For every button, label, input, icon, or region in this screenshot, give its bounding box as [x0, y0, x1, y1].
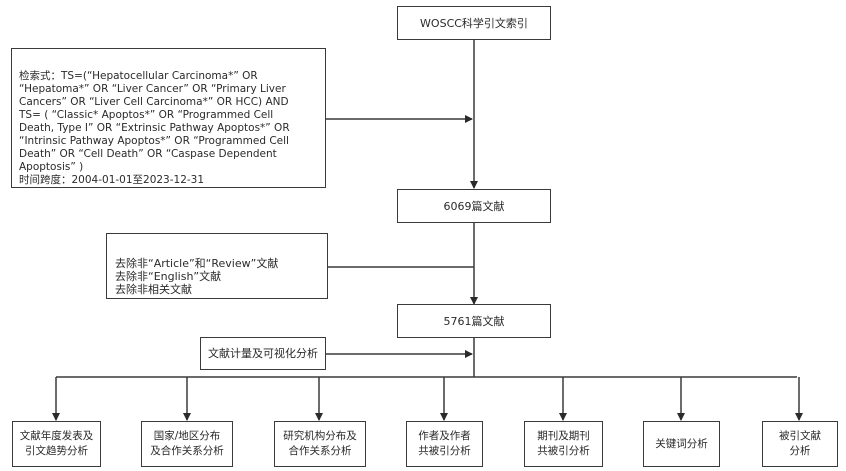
analysis-label: 被引文献 分析 — [779, 430, 821, 457]
analysis-label: 国家/地区分布 及合作关系分析 — [150, 430, 224, 457]
analysis-label: 研究机构分布及 合作关系分析 — [283, 430, 357, 457]
analysis-label: 作者及作者 共被引分析 — [418, 430, 471, 457]
analysis-method-label: 文献计量及可视化分析 — [208, 347, 318, 360]
count-initial-node: 6069篇文献 — [397, 189, 551, 223]
analysis-node: 研究机构分布及 合作关系分析 — [274, 421, 366, 467]
source-label: WOSCC科学引文索引 — [420, 16, 528, 30]
analysis-node: 期刊及期刊 共被引分析 — [524, 421, 603, 467]
analysis-node: 被引文献 分析 — [762, 421, 838, 467]
source-node: WOSCC科学引文索引 — [397, 6, 551, 40]
analysis-method-node: 文献计量及可视化分析 — [200, 337, 326, 370]
analysis-label: 期刊及期刊 共被引分析 — [537, 430, 590, 457]
count-final-label: 5761篇文献 — [443, 314, 505, 328]
exclusion-text: 去除非“Article”和“Review”文献 去除非“English”文献 去… — [115, 257, 279, 296]
analysis-node: 文献年度发表及 引文趋势分析 — [12, 421, 101, 467]
analysis-node: 关键词分析 — [643, 421, 720, 467]
analysis-node: 作者及作者 共被引分析 — [406, 421, 483, 467]
analysis-label: 关键词分析 — [655, 437, 708, 450]
search-query-text: 检索式：TS=(“Hepatocellular Carcinoma*” OR “… — [19, 70, 290, 186]
count-final-node: 5761篇文献 — [397, 304, 551, 338]
count-initial-label: 6069篇文献 — [443, 199, 505, 213]
analysis-label: 文献年度发表及 引文趋势分析 — [19, 430, 94, 457]
analysis-node: 国家/地区分布 及合作关系分析 — [141, 421, 233, 467]
search-query-node: 检索式：TS=(“Hepatocellular Carcinoma*” OR “… — [11, 48, 326, 188]
exclusion-node: 去除非“Article”和“Review”文献 去除非“English”文献 去… — [106, 233, 328, 299]
